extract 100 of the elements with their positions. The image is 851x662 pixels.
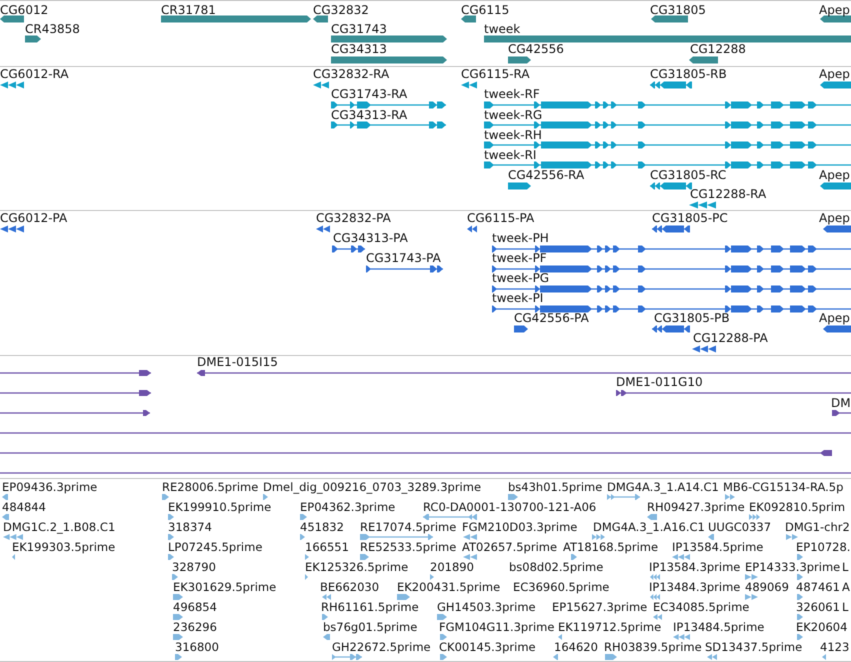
- est-label: BE662030: [320, 580, 380, 594]
- transcript-label: tweek-RG: [484, 108, 542, 122]
- clone-label: DME1-011G10: [616, 376, 703, 388]
- est-label: AT02657.5prime: [462, 540, 558, 554]
- gene-label: CG42556: [508, 42, 564, 56]
- est-label: A: [842, 580, 850, 594]
- transcript-label: tweek-RI: [484, 148, 536, 162]
- est-label: IP13484.3prime: [649, 580, 740, 594]
- gene-label: CG12288: [690, 42, 746, 56]
- gene-label: CR43858: [25, 22, 80, 36]
- est-label: 326061: [796, 600, 840, 614]
- transcript-label: CG32832-RA: [313, 68, 390, 80]
- transcript-label: CG31805-RB: [650, 68, 727, 80]
- est-label: 328790: [172, 560, 216, 574]
- est-label: EP10728.: [796, 540, 850, 554]
- transcript-label: Apep: [819, 168, 850, 182]
- est-label: 316800: [175, 640, 219, 654]
- est-label: RE17074.5prime: [360, 520, 456, 534]
- est-label: 487461: [796, 580, 840, 594]
- est-label: 236296: [173, 620, 217, 634]
- est-label: DMG4A.3_1.A16.C1: [593, 520, 705, 534]
- gene-label: tweek: [484, 22, 520, 36]
- transcript-label: CG6012-RA: [0, 68, 69, 80]
- est-label: 201890: [430, 560, 474, 574]
- est-label: RH03839.5prime: [604, 640, 702, 654]
- est-label: EK119712.5prime: [558, 620, 662, 634]
- transcript-label: tweek-RH: [484, 128, 542, 142]
- protein-label: CG31805-PC: [652, 212, 728, 224]
- est-label: EC34085.5prime: [653, 600, 750, 614]
- est-label: GH14503.3prime: [437, 600, 536, 614]
- est-label: EK301629.5prime: [173, 580, 276, 594]
- est-label: EP14333.3prime: [745, 560, 840, 574]
- est-label: GH22672.5prime: [332, 640, 431, 654]
- est-label: EP09436.3prime: [2, 480, 98, 494]
- protein-label: CG6012-PA: [0, 212, 68, 224]
- gene-label: CG6115: [461, 4, 510, 16]
- clone-label: DM: [831, 396, 851, 410]
- est-label: RH61161.5prime: [321, 600, 419, 614]
- protein-label: tweek-PG: [492, 272, 550, 284]
- transcript-label: tweek-RF: [484, 88, 540, 100]
- est-label: EP04362.3prime: [300, 500, 396, 514]
- est-label: bs43h01.5prime: [508, 480, 602, 494]
- est-label: DMG1-chr2: [785, 520, 850, 534]
- est-label: RE28006.5prime: [162, 480, 258, 494]
- gene-label: CG6012: [0, 4, 48, 16]
- clone-label: DME1-015I15: [197, 356, 278, 368]
- est-label: Dmel_dig_009216_0703_3289.3prime: [263, 480, 482, 494]
- protein-label: CG12288-PA: [693, 332, 768, 344]
- est-label: RH09427.3prime: [647, 500, 745, 514]
- est-label: 484844: [2, 500, 46, 514]
- est-label: DMG4A.3_1.A14.C1: [607, 480, 719, 494]
- est-label: L: [842, 600, 848, 614]
- transcript-label: CG12288-RA: [690, 188, 766, 200]
- est-label: 496854: [173, 600, 217, 614]
- protein-label: CG32832-PA: [316, 212, 391, 224]
- est-label: 166551: [305, 540, 349, 554]
- protein-label: tweek-PI: [492, 292, 544, 304]
- est-label: 4123: [820, 640, 850, 654]
- est-label: RE52533.5prime: [360, 540, 456, 554]
- protein-label: tweek-PH: [492, 232, 549, 244]
- transcript-label: CG42556-RA: [508, 168, 584, 182]
- transcript-label: CG31805-RC: [650, 168, 726, 182]
- est-label: FGM210D03.3prime: [462, 520, 578, 534]
- est-label: bs76g01.5prime: [323, 620, 418, 634]
- est-label: L: [842, 560, 848, 574]
- transcript-label: CG6115-RA: [461, 68, 530, 80]
- transcript-label: CG34313-RA: [331, 108, 408, 122]
- est-label: DMG1C.2_1.B08.C1: [3, 520, 116, 534]
- est-label: EK20604: [796, 620, 848, 634]
- est-label: EK199910.5prime: [168, 500, 272, 514]
- gene-label: CG31743: [331, 22, 387, 36]
- protein-label: CG42556-PA: [514, 312, 589, 324]
- est-label: CK00145.3prime: [439, 640, 536, 654]
- gene-label: CG34313: [331, 42, 387, 56]
- protein-label: CG6115-PA: [467, 212, 534, 224]
- protein-label: CG31743-PA: [366, 252, 441, 264]
- est-label: EP15627.3prime: [552, 600, 648, 614]
- est-label: UUGC0337: [708, 520, 772, 534]
- protein-label: CG31805-PB: [654, 312, 730, 324]
- est-label: IP13484.5prime: [673, 620, 764, 634]
- transcript-label: CG31743-RA: [331, 88, 408, 100]
- est-label: RC0-DA0001-130700-121-A06: [423, 500, 596, 514]
- est-label: IP13584.3prime: [649, 560, 740, 574]
- est-label: EK200431.5prime: [397, 580, 500, 594]
- protein-label: Apep: [819, 212, 850, 224]
- est-label: FGM104G11.3prime: [439, 620, 554, 634]
- gene-label: CR31781: [161, 4, 216, 16]
- est-label: EK125326.5prime: [305, 560, 408, 574]
- protein-label: Apep: [819, 312, 850, 324]
- est-label: 451832: [300, 520, 344, 534]
- est-label: 489069: [745, 580, 789, 594]
- est-label: 318374: [168, 520, 212, 534]
- est-label: SD13437.5prime: [705, 640, 802, 654]
- est-label: EK092810.5prim: [749, 500, 846, 514]
- transcript-label: Apep: [819, 68, 850, 80]
- est-label: EC36960.5prime: [513, 580, 610, 594]
- est-label: bs08d02.5prime: [509, 560, 604, 574]
- gene-label: Apep: [819, 4, 850, 16]
- est-label: EK199303.5prime: [12, 540, 116, 554]
- gene-label: CG31805: [650, 4, 706, 16]
